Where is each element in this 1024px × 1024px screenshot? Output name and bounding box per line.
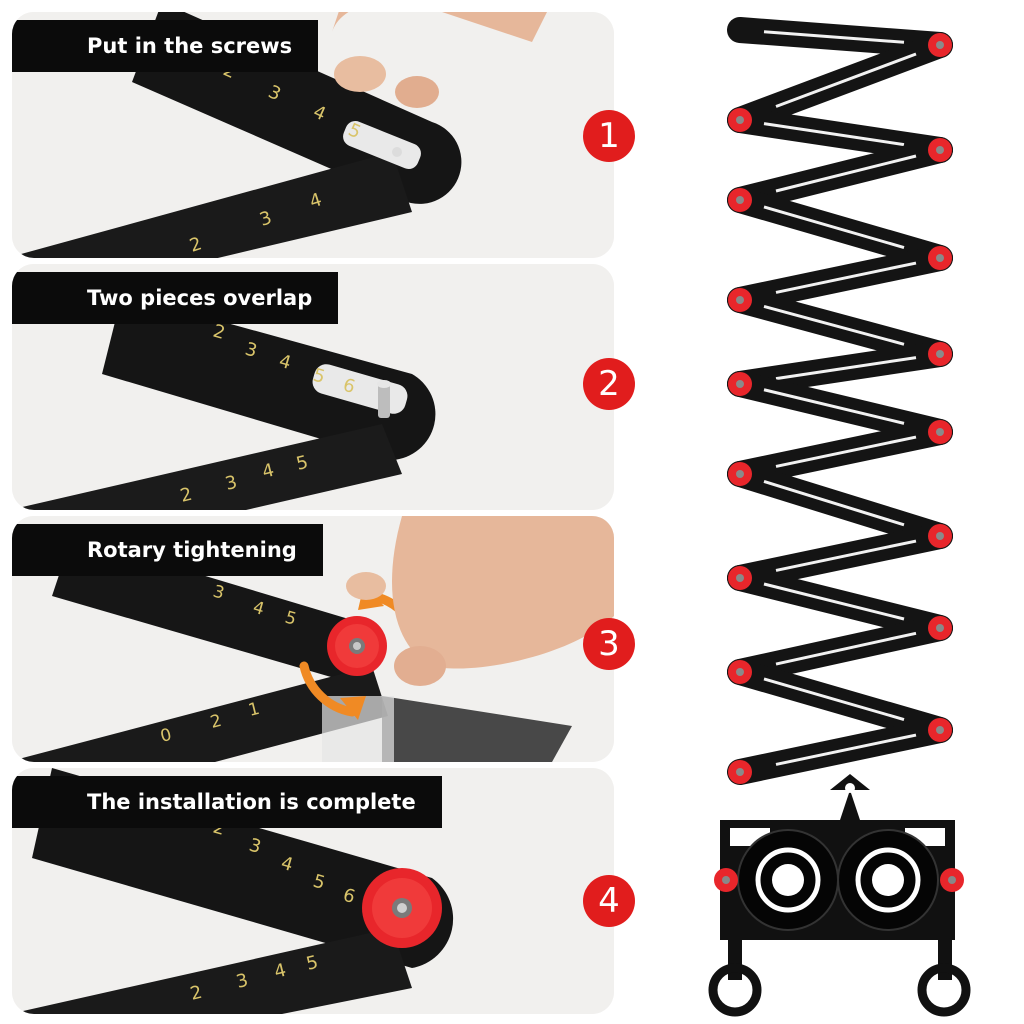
- red-knob-icon: [327, 616, 387, 676]
- knob-screw: [936, 726, 944, 734]
- knob-screw: [736, 116, 744, 124]
- step-4-badge: 4: [583, 875, 635, 927]
- svg-text:5: 5: [283, 608, 299, 630]
- step-1-label: Put in the screws: [12, 20, 319, 72]
- ruler-slot: [775, 733, 917, 766]
- red-knob-icon: [362, 868, 442, 948]
- ruler-slot: [775, 435, 917, 468]
- ruler-slot: [763, 30, 905, 44]
- ruler-slot: [775, 154, 917, 193]
- svg-text:4: 4: [272, 960, 288, 983]
- svg-text:0: 0: [158, 725, 173, 747]
- ruler-slot: [775, 52, 917, 108]
- ruler-slot: [763, 122, 905, 147]
- ruler-slot: [775, 261, 917, 294]
- ruler-slot: [763, 305, 905, 346]
- svg-text:1: 1: [246, 699, 261, 721]
- knob-screw: [936, 146, 944, 154]
- ruler-slot: [763, 582, 905, 621]
- svg-text:2: 2: [178, 484, 194, 507]
- svg-text:5: 5: [311, 871, 328, 894]
- svg-text:2: 2: [208, 711, 223, 733]
- svg-text:6: 6: [341, 885, 358, 908]
- svg-text:4: 4: [251, 598, 267, 620]
- knob-screw: [936, 428, 944, 436]
- knob-screw: [936, 254, 944, 262]
- step-panel-2: 2 3 4 5 6 2 3 4 5 Two pieces overlap: [12, 264, 614, 510]
- ruler-slot: [775, 356, 917, 381]
- knob-screw: [736, 470, 744, 478]
- ruler-slot: [775, 631, 917, 666]
- step-3-label: Rotary tightening: [12, 524, 323, 576]
- knob-screw: [736, 574, 744, 582]
- svg-text:3: 3: [243, 339, 260, 362]
- knob-screw: [736, 768, 744, 776]
- step-2-label: Two pieces overlap: [12, 272, 339, 324]
- ruler-slot: [763, 677, 905, 722]
- step-panel-1: 2 3 4 5 2 3 4 Put in the screws: [12, 12, 614, 258]
- ruler-slot: [763, 205, 905, 250]
- knob-screw: [936, 624, 944, 632]
- ruler-slot: [775, 539, 917, 572]
- folding-ruler-figure: [708, 17, 971, 1017]
- ruler-slot: [763, 480, 905, 527]
- svg-text:3: 3: [247, 835, 264, 858]
- svg-text:4: 4: [279, 853, 296, 876]
- knob-screw: [736, 380, 744, 388]
- step-1-badge: 1: [583, 110, 635, 162]
- svg-text:3: 3: [211, 582, 227, 604]
- red-knob-icon: [714, 868, 964, 892]
- ruler-slot: [763, 388, 905, 425]
- svg-text:5: 5: [304, 952, 320, 975]
- step-panel-3: 3 4 5 0 2 1 Rotary tightening: [12, 516, 614, 762]
- knob-screw: [936, 350, 944, 358]
- step-3-badge: 3: [583, 618, 635, 670]
- knob-screw: [936, 532, 944, 540]
- svg-text:5: 5: [294, 452, 310, 475]
- template-plate: [708, 774, 971, 1017]
- svg-text:5: 5: [311, 365, 328, 388]
- svg-text:2: 2: [211, 321, 228, 344]
- knob-screw: [736, 196, 744, 204]
- knob-screw: [736, 296, 744, 304]
- step-2-badge: 2: [583, 358, 635, 410]
- svg-text:3: 3: [223, 472, 239, 495]
- svg-text:2: 2: [188, 982, 204, 1005]
- knob-screw: [736, 668, 744, 676]
- step-panel-4: 2 3 4 5 6 2 3 4 5 The installation is co…: [12, 768, 614, 1014]
- knob-screw: [936, 41, 944, 49]
- svg-text:6: 6: [341, 375, 358, 398]
- svg-text:4: 4: [260, 460, 276, 483]
- step-4-label: The installation is complete: [12, 776, 442, 828]
- svg-text:4: 4: [277, 351, 294, 374]
- svg-text:3: 3: [234, 970, 250, 993]
